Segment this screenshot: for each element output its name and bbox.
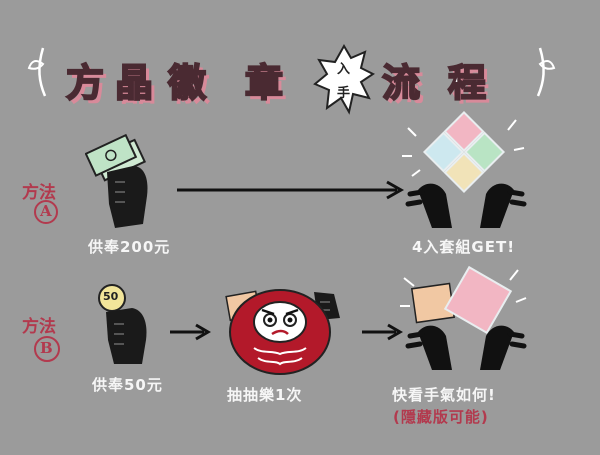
method-b-letter: B — [40, 339, 53, 357]
circle-icon — [34, 336, 60, 362]
arrow-short-icon — [362, 323, 403, 341]
daruma-capsule-icon — [225, 289, 340, 375]
left-sprout-icon — [27, 47, 47, 97]
circle-icon — [34, 200, 58, 224]
coin-value: 50 — [103, 290, 119, 303]
method-a-label: 方法 A — [18, 178, 70, 228]
method-a-result-caption: 4入套組GET! — [412, 238, 516, 256]
right-sprout-icon — [536, 47, 556, 97]
starburst-icon — [313, 44, 375, 115]
arrow-short-icon — [170, 323, 211, 341]
method-b-label-text: 方法 — [22, 317, 56, 337]
badge-char-bottom: 手 — [337, 86, 351, 101]
page-title: 方 晶 徽 章 入 手 流 程 — [0, 22, 600, 115]
title-char-4: 章 — [244, 60, 284, 106]
title-char-1: 方 — [65, 60, 105, 106]
method-a-pay-caption: 供奉200元 — [88, 238, 171, 256]
badge-set-icon — [402, 110, 527, 228]
method-b-result-caption: 快看手氣如何! — [392, 386, 496, 404]
method-a-label-text: 方法 — [22, 183, 56, 203]
method-b-pay-caption: 供奉50元 — [92, 376, 163, 394]
title-char-3: 徽 — [167, 60, 207, 106]
hand-with-coin-icon — [98, 284, 147, 364]
method-b-hidden-caption: (隱藏版可能) — [393, 408, 489, 426]
method-b-label: 方法 B — [18, 312, 70, 368]
acquire-badge: 入 手 — [313, 44, 375, 116]
method-a-letter: A — [40, 202, 52, 220]
mystery-badges-icon — [400, 265, 527, 370]
arrow-long-icon — [177, 180, 405, 200]
title-char-6: 程 — [447, 60, 487, 106]
title-char-2: 晶 — [114, 60, 154, 106]
title-char-5: 流 — [381, 60, 421, 106]
method-b-draw-caption: 抽抽樂1次 — [227, 386, 303, 404]
badge-char-top: 入 — [337, 62, 351, 77]
hand-with-cash-icon — [85, 133, 148, 228]
